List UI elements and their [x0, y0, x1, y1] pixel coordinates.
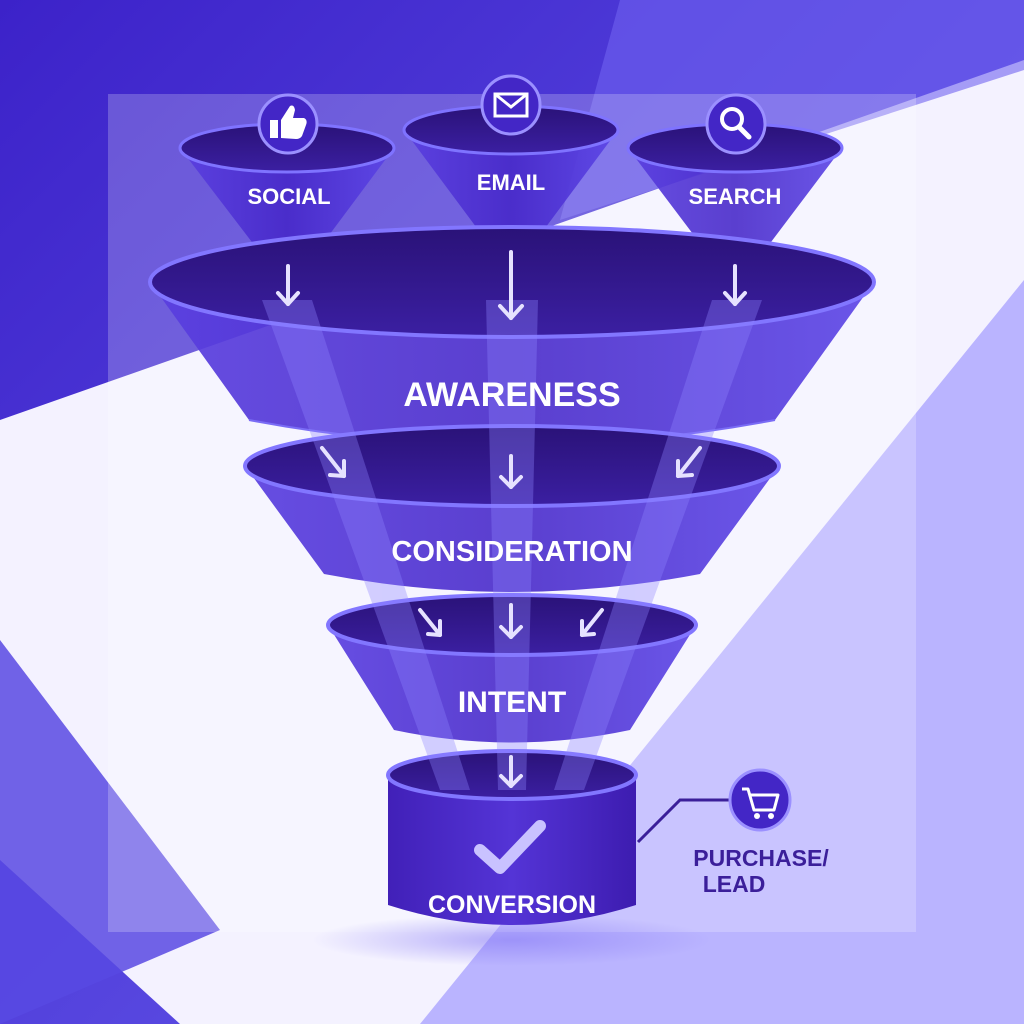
source-label-social: SOCIAL	[247, 184, 330, 209]
outcome-label-line1: PURCHASE/	[693, 845, 829, 871]
checkmark-icon	[474, 820, 546, 874]
arrow-icon	[276, 264, 300, 306]
arrow-icon	[418, 608, 442, 637]
arrow-icon	[580, 608, 604, 637]
arrow-icon	[499, 603, 523, 639]
source-label-search: SEARCH	[689, 184, 782, 209]
shopping-cart-icon	[728, 768, 792, 832]
outcome-label-line2: LEAD	[703, 871, 766, 897]
outcome-connector	[636, 798, 730, 844]
arrow-icon	[498, 250, 524, 320]
stage-label-consideration: CONSIDERATION	[391, 536, 632, 568]
flow-arrows	[276, 250, 747, 788]
arrow-icon	[676, 446, 702, 478]
arrow-icon	[499, 755, 523, 788]
ground-shadow	[312, 914, 712, 966]
thumbs-up-icon	[257, 93, 319, 155]
stage-label-intent: INTENT	[458, 686, 566, 719]
arrow-icon	[499, 454, 523, 489]
stage-label-conversion: CONVERSION	[428, 891, 596, 919]
magnifier-icon	[705, 93, 767, 155]
flow-streams	[262, 300, 762, 790]
stage-label-awareness: AWARENESS	[403, 376, 620, 414]
envelope-icon	[480, 74, 542, 136]
arrow-icon	[723, 264, 747, 306]
background-shard-left	[0, 640, 220, 1024]
arrow-icon	[320, 446, 346, 478]
source-label-email: EMAIL	[477, 170, 545, 195]
